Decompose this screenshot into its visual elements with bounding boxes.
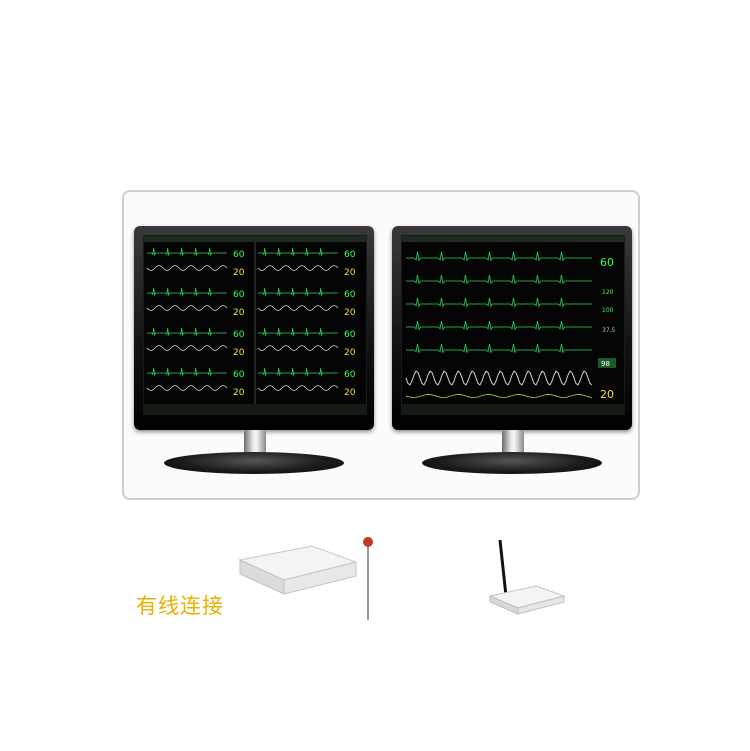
wired-connection-caption: 有线连接	[136, 594, 224, 618]
ecg-waveform	[406, 343, 592, 354]
resp-waveform	[146, 345, 228, 351]
right-single-patient-view: 60 120 100 37.5 98 20	[402, 236, 624, 414]
ecg-waveform	[406, 320, 592, 331]
antenna-icon	[498, 539, 508, 597]
ecg-waveform	[147, 327, 227, 337]
hr-reading: 60	[344, 290, 356, 300]
resp-waveform	[146, 385, 228, 391]
ecg-waveform	[147, 247, 227, 257]
rr-reading: 20	[233, 388, 245, 398]
ecg-waveform	[258, 287, 338, 297]
hr-reading: 60	[344, 330, 356, 340]
rr-reading: 20	[344, 348, 356, 358]
left-monitor-screen: 60 20 60 20 60 20 60 20 60 20 60 20 60 20 60 20	[143, 235, 367, 415]
ecg-waveform	[258, 327, 338, 337]
right-side-value-3: 37.5	[602, 327, 616, 334]
hr-reading: 60	[233, 290, 245, 300]
ecg-waveform	[258, 247, 338, 257]
right-side-value-2: 100	[602, 307, 614, 314]
hr-reading: 60	[344, 250, 356, 260]
ecg-waveform	[147, 367, 227, 377]
resp-waveform	[405, 370, 593, 386]
ecg-waveform	[147, 287, 227, 297]
right-monitor-screen: 60 120 100 37.5 98 20	[401, 235, 625, 415]
rr-reading: 20	[344, 268, 356, 278]
hr-reading: 60	[344, 370, 356, 380]
resp-waveform	[257, 265, 339, 271]
right-screen-status-bar	[402, 404, 624, 414]
ecg-waveform	[406, 251, 592, 262]
hr-reading: 60	[233, 370, 245, 380]
rr-reading: 20	[344, 308, 356, 318]
left-screen-title-bar	[144, 236, 366, 242]
ecg-waveform	[406, 297, 592, 308]
right-screen-title-bar	[402, 236, 624, 242]
right-monitor-stand-base	[422, 452, 602, 474]
ecg-waveform	[258, 367, 338, 377]
wireless-router-icon	[488, 539, 566, 615]
resp-waveform	[257, 305, 339, 311]
left-multi-patient-view: 60 20 60 20 60 20 60 20 60 20 60 20 60 20 60 20	[144, 236, 366, 414]
rr-reading: 20	[344, 388, 356, 398]
rr-reading: 20	[233, 268, 245, 278]
left-monitor-stand-base	[164, 452, 344, 474]
left-monitor: 60 20 60 20 60 20 60 20 60 20 60 20 60 20 60 20	[134, 226, 374, 476]
resp-waveform	[257, 345, 339, 351]
right-spo2-box	[598, 358, 616, 368]
resp-waveform	[146, 265, 228, 271]
resp-waveform	[146, 305, 228, 311]
rr-reading: 20	[233, 308, 245, 318]
ecg-waveform	[406, 274, 592, 285]
wired-router-icon	[238, 545, 358, 595]
right-monitor-stand-neck	[502, 430, 524, 456]
co2-waveform	[405, 394, 593, 398]
left-screen-status-bar	[144, 404, 366, 414]
left-monitor-stand-neck	[244, 430, 266, 456]
resp-waveform	[257, 385, 339, 391]
rr-reading: 20	[233, 348, 245, 358]
right-side-value-4: 98	[601, 360, 610, 368]
right-side-value-1: 120	[602, 289, 614, 296]
hr-reading: 60	[233, 250, 245, 260]
hr-reading: 60	[233, 330, 245, 340]
cable-pin-icon	[363, 537, 373, 620]
right-monitor: 60 120 100 37.5 98 20	[392, 226, 632, 476]
right-hr-reading: 60	[600, 256, 614, 269]
right-rr-reading: 20	[600, 388, 614, 401]
